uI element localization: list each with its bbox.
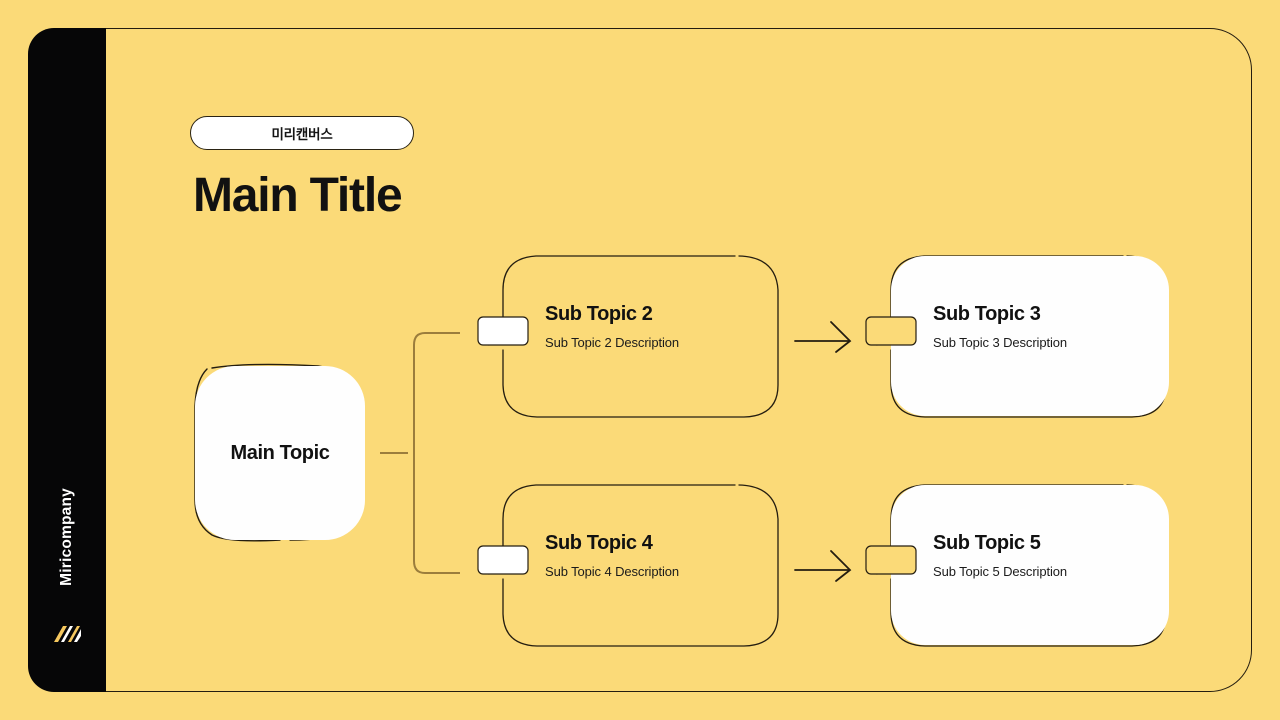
node-sub-topic-2-text: Sub Topic 2 Sub Topic 2 Description	[545, 304, 765, 349]
node-sub-topic-3-title: Sub Topic 3	[933, 303, 1041, 325]
node-sub-topic-2-description: Sub Topic 2 Description	[545, 335, 680, 350]
node-sub-topic-3-text: Sub Topic 3 Sub Topic 3 Description	[933, 304, 1153, 349]
page-title: Main Title	[193, 169, 403, 222]
diagonal-stripes-logo-icon	[52, 620, 82, 650]
node-sub-topic-3-description: Sub Topic 3 Description	[933, 335, 1068, 350]
edge-arrow-bottom	[794, 550, 852, 582]
node-sub-topic-5-title: Sub Topic 5	[933, 532, 1041, 554]
edge-bracket	[413, 332, 460, 574]
node-sub-topic-3[interactable]: Sub Topic 3 Sub Topic 3 Description	[865, 256, 1169, 416]
node-sub-topic-4-text: Sub Topic 4 Sub Topic 4 Description	[545, 533, 765, 578]
node-sub-topic-2[interactable]: Sub Topic 2 Sub Topic 2 Description	[477, 256, 781, 416]
node-sub-topic-5-description: Sub Topic 5 Description	[933, 564, 1068, 579]
callout-bubble-icon	[477, 545, 529, 583]
node-sub-topic-5-text: Sub Topic 5 Sub Topic 5 Description	[933, 533, 1153, 578]
node-sub-topic-4-description: Sub Topic 4 Description	[545, 564, 680, 579]
node-main-topic-label: Main Topic	[230, 441, 330, 464]
node-sub-topic-4-title: Sub Topic 4	[545, 532, 653, 554]
callout-bubble-icon	[477, 316, 529, 354]
callout-bubble-icon	[865, 316, 917, 354]
brand-badge-pill: 미리캔버스	[190, 116, 414, 150]
brand-badge-label: 미리캔버스	[271, 127, 333, 142]
node-sub-topic-2-title: Sub Topic 2	[545, 303, 653, 325]
callout-bubble-icon	[865, 545, 917, 583]
node-main-topic[interactable]: Main Topic	[195, 366, 365, 540]
node-sub-topic-5[interactable]: Sub Topic 5 Sub Topic 5 Description	[865, 485, 1169, 645]
edge-arrow-top	[794, 321, 852, 353]
node-sub-topic-4[interactable]: Sub Topic 4 Sub Topic 4 Description	[477, 485, 781, 645]
sidebar: Miricompany	[28, 28, 106, 692]
